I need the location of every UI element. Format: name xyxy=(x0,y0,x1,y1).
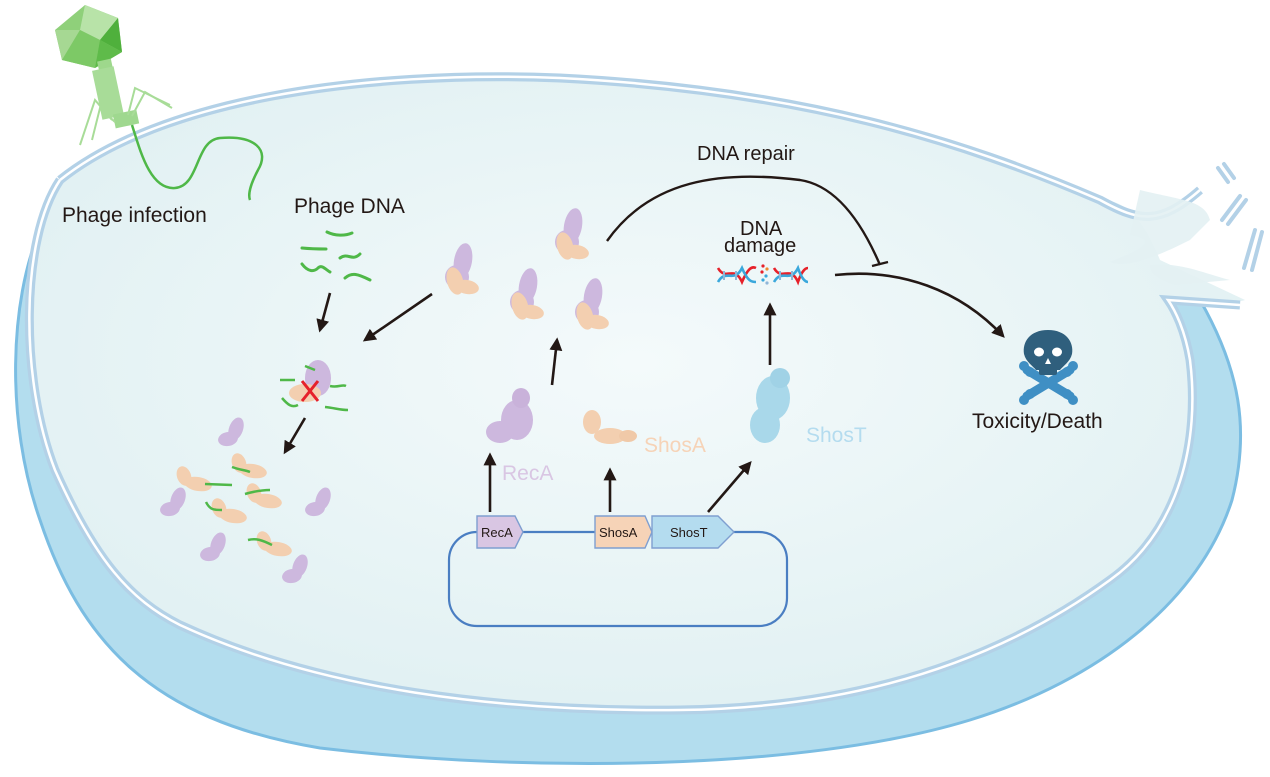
reca-fragment xyxy=(200,532,226,562)
gene-reca: RecA xyxy=(476,515,524,549)
arrow-reca-to-complex xyxy=(549,337,563,386)
arrow-dna-to-complex xyxy=(316,292,332,333)
label-dna-damage-2: damage xyxy=(724,235,796,257)
shosa-dna-fragment xyxy=(176,466,233,492)
bacteriophage-icon xyxy=(55,5,173,146)
label-dna-repair: DNA repair xyxy=(697,143,795,165)
shosa-subunit xyxy=(455,279,479,295)
membrane-fragments xyxy=(1216,162,1264,272)
bound-phage-dna xyxy=(244,488,271,496)
gene-shosa: ShosA xyxy=(594,515,653,549)
shosa-dna-fragment xyxy=(231,453,267,479)
arrow-to-degradation xyxy=(283,417,307,455)
shosa-subunit xyxy=(184,476,212,492)
arrow-damage-to-toxicity xyxy=(834,272,1005,338)
gene-shost: ShosT xyxy=(651,515,735,549)
shosa-dna-fragment xyxy=(244,483,282,509)
label-dna-damage-1: DNA xyxy=(740,218,783,240)
inhibition-bar xyxy=(871,260,889,268)
shosa-dna-fragment xyxy=(204,498,247,524)
reca-subunit xyxy=(282,568,302,584)
reca-subunit xyxy=(160,501,180,517)
reca-shosa-complexes xyxy=(445,208,609,330)
reca-fragment xyxy=(282,554,308,584)
bound-phage-dna xyxy=(247,537,273,547)
bound-phage-dna xyxy=(204,501,223,512)
arrow-shost-gene-up xyxy=(707,461,752,513)
reca-subunit xyxy=(218,431,238,447)
reca-fragment xyxy=(218,417,244,447)
label-phage-dna: Phage DNA xyxy=(294,195,405,218)
shost-protein xyxy=(750,368,790,443)
skull-crossbones-icon xyxy=(1019,330,1078,405)
gene-reca-label: RecA xyxy=(481,525,513,540)
reca-fragment xyxy=(160,487,186,517)
phage-dna-fragments xyxy=(300,230,372,282)
cytoplasm-leak xyxy=(1110,190,1230,285)
membrane-top-highlight xyxy=(59,75,1201,218)
shosa-subunit xyxy=(585,314,609,330)
broken-dna-helix-icon xyxy=(716,264,809,286)
gene-shosa-label: ShosA xyxy=(599,525,638,540)
scattered-proteins xyxy=(160,417,331,584)
arrow-complex-to-phage xyxy=(362,292,433,342)
red-x-icon xyxy=(300,380,320,402)
bound-phage-dna xyxy=(231,465,251,474)
shosa-subunit xyxy=(219,508,247,524)
shosa-subunit xyxy=(565,244,589,260)
inhibition-arc-dna-repair xyxy=(606,175,882,266)
label-shost-protein: ShosT xyxy=(806,424,867,447)
label-toxicity-death: Toxicity/Death xyxy=(972,410,1103,433)
bound-phage-dna xyxy=(204,482,233,487)
shosa-protein xyxy=(583,410,637,444)
shosa-dna-fragment xyxy=(247,531,292,557)
label-shosa-protein: ShosA xyxy=(644,434,706,457)
shosa-subunit xyxy=(520,304,544,320)
shosa-subunit xyxy=(239,463,267,479)
label-phage-infection: Phage infection xyxy=(62,204,207,227)
reca-shosa-complex xyxy=(445,243,479,295)
reca-shosa-complex xyxy=(510,268,544,320)
reca-shosa-complex xyxy=(575,278,609,330)
reca-shosa-complex xyxy=(555,208,589,260)
reca-protein xyxy=(486,388,533,443)
reca-subunit xyxy=(305,501,325,517)
gene-shost-label: ShosT xyxy=(670,525,708,540)
reca-subunit xyxy=(200,546,220,562)
reca-fragment xyxy=(305,487,331,517)
shosa-subunit xyxy=(254,493,282,509)
membrane-highlight xyxy=(28,179,1241,712)
label-reca-protein: RecA xyxy=(502,462,553,485)
injected-phage-dna xyxy=(130,124,264,201)
